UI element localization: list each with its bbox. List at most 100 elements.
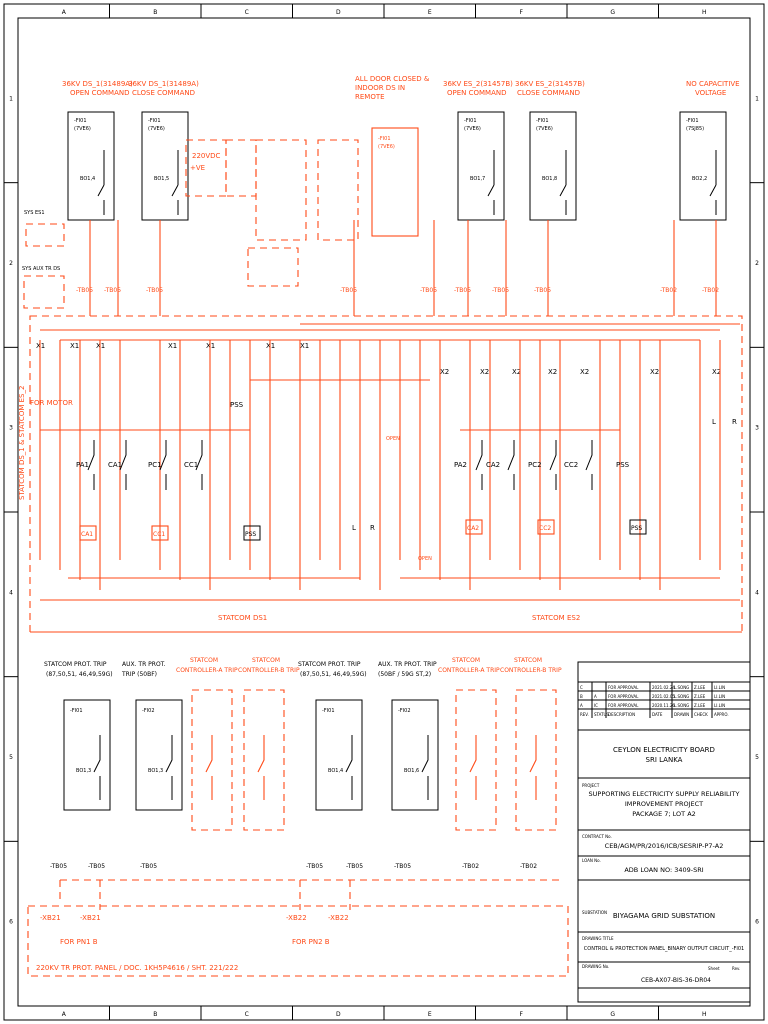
- x2-terminal: X2: [580, 368, 589, 376]
- contact-label: CC2: [564, 461, 578, 469]
- project-line-2: IMPROVEMENT PROJECT: [625, 800, 703, 808]
- rev-header-cell: DRAWN: [674, 712, 689, 717]
- xb22-left: -XB22: [286, 914, 307, 922]
- project-label: PROJECT: [582, 783, 600, 788]
- grid-col-label: F: [520, 9, 524, 16]
- pss-label: PSS: [230, 401, 244, 409]
- x1-terminal: X1: [36, 342, 45, 350]
- contact-label: CA2: [486, 461, 500, 469]
- relay-label: -FI01: [464, 118, 477, 124]
- contact-symbol: [475, 440, 483, 490]
- bo-label: BO1,8: [542, 176, 557, 182]
- drawing-number: CEB-AX07-BIS-36-DR04: [641, 977, 711, 984]
- terminal-label: -TB05: [454, 287, 471, 294]
- grid-col-label: A: [62, 1011, 67, 1018]
- rev-cell: 2021.02.05: [652, 694, 675, 699]
- relay-box-es2-open: [457, 111, 505, 221]
- bo-label: BO1,7: [470, 176, 485, 182]
- grid-col-label: E: [428, 9, 432, 16]
- coil-label: CA2: [467, 525, 479, 532]
- relay-model: (7VE6): [464, 126, 481, 132]
- rev-cell: L.SONG: [674, 694, 689, 699]
- coil-box: [79, 525, 97, 541]
- bottom-titles: STATCOM PROT. TRIP (87,50,51, 46,49,59G)…: [44, 657, 562, 678]
- grid-col-label: B: [153, 1011, 157, 1018]
- panel-ds1-label: STATCOM DS1: [218, 614, 267, 622]
- for-motor-label: FOR MOTOR: [30, 399, 73, 407]
- rev-cell: LI.LIN: [714, 703, 725, 708]
- terminal-label: -TB02: [660, 287, 677, 294]
- bottom-title-8b: CONTROLLER-B TRIP: [500, 667, 562, 674]
- coil-label: CA1: [81, 531, 93, 538]
- rev-cell: FOR APPROVAL: [608, 703, 639, 708]
- selector-label: L: [712, 418, 716, 426]
- substation-label: SUBSTATION: [582, 910, 607, 915]
- bo-label: BO2,2: [692, 176, 707, 182]
- rev-cell: A: [594, 694, 597, 699]
- relay-box-door: [371, 127, 419, 237]
- contact-symbol: [585, 440, 593, 490]
- relay-model: (7VE6): [378, 144, 395, 150]
- coil-label: PSS: [245, 531, 256, 538]
- relay-label: -FI01: [70, 708, 83, 714]
- relay-label: -FI01: [686, 118, 699, 124]
- selector-label: R: [732, 418, 737, 426]
- rev-cell: FOR APPROVAL: [608, 694, 639, 699]
- sys-es1-label: SYS ES1: [24, 210, 45, 216]
- grid-row-label: 5: [755, 754, 759, 761]
- terminal-label: -TB05: [306, 863, 323, 870]
- grid-row-label: 3: [755, 425, 759, 432]
- grid-row-label: 4: [755, 589, 759, 596]
- grid-row-label: 2: [755, 260, 759, 267]
- relay-label: -FI01: [536, 118, 549, 124]
- v220-label: 220VDC: [192, 152, 221, 160]
- contact-symbol: [549, 440, 557, 490]
- ds1-close-title-1: 36KV DS_1(31489A): [128, 80, 199, 88]
- grid-row-label: 4: [9, 589, 13, 596]
- bottom-title-2b: TRIP (50BF): [121, 671, 157, 678]
- rev-cell: L.SONG: [674, 685, 689, 690]
- rev-cell: B: [580, 694, 583, 699]
- terminal-label: -TB05: [140, 863, 157, 870]
- contact-symbol: [507, 440, 515, 490]
- project-line-3: PACKAGE 7; LOT A2: [632, 810, 696, 818]
- vertical-wiring: [39, 340, 721, 590]
- open-label: OPEN: [386, 436, 400, 442]
- door-title-2: INDOOR DS IN: [355, 84, 405, 92]
- coil-box: [151, 525, 169, 541]
- relay-model: (7VE6): [74, 126, 91, 132]
- es2-open-title-2: OPEN COMMAND: [447, 89, 507, 97]
- grid-row-label: 5: [9, 754, 13, 761]
- coil-label: CC2: [539, 525, 551, 532]
- ds1-open-title-2: OPEN COMMAND: [70, 89, 130, 97]
- grid-row-label: 6: [755, 919, 759, 926]
- contact-label: PC1: [148, 461, 162, 469]
- x1-terminal: X1: [70, 342, 79, 350]
- open-label: OPEN: [418, 556, 432, 562]
- relay-box-ds1-open: [67, 111, 115, 221]
- relay-box-no-cap: [679, 111, 727, 221]
- grid-col-label: D: [336, 9, 341, 16]
- terminal-label: -TB02: [462, 863, 479, 870]
- drawing-title-label: DRAWING TITLE: [582, 936, 614, 941]
- loan-number: ADB LOAN NO: 3409-SRI: [624, 866, 703, 874]
- contact-symbol: [159, 440, 167, 490]
- terminal-label: -TB05: [88, 863, 105, 870]
- grid-row-label: 1: [9, 95, 13, 102]
- relay-label: -FI02: [398, 708, 411, 714]
- grid-col-label: F: [520, 1011, 524, 1018]
- xb22-right: -XB22: [328, 914, 349, 922]
- contact-symbol: [87, 440, 95, 490]
- coil-box: [465, 519, 483, 535]
- pss-label-right: PSS: [616, 461, 630, 469]
- grid-col-label: E: [428, 1011, 432, 1018]
- contact-label: PA1: [76, 461, 89, 469]
- grid-row-label: 3: [9, 425, 13, 432]
- horizontal-wiring: [40, 323, 740, 601]
- drawing-number-label: DRAWING No.: [582, 964, 609, 969]
- relay-label: -FI02: [142, 708, 155, 714]
- terminal-label: -TB05: [76, 287, 93, 294]
